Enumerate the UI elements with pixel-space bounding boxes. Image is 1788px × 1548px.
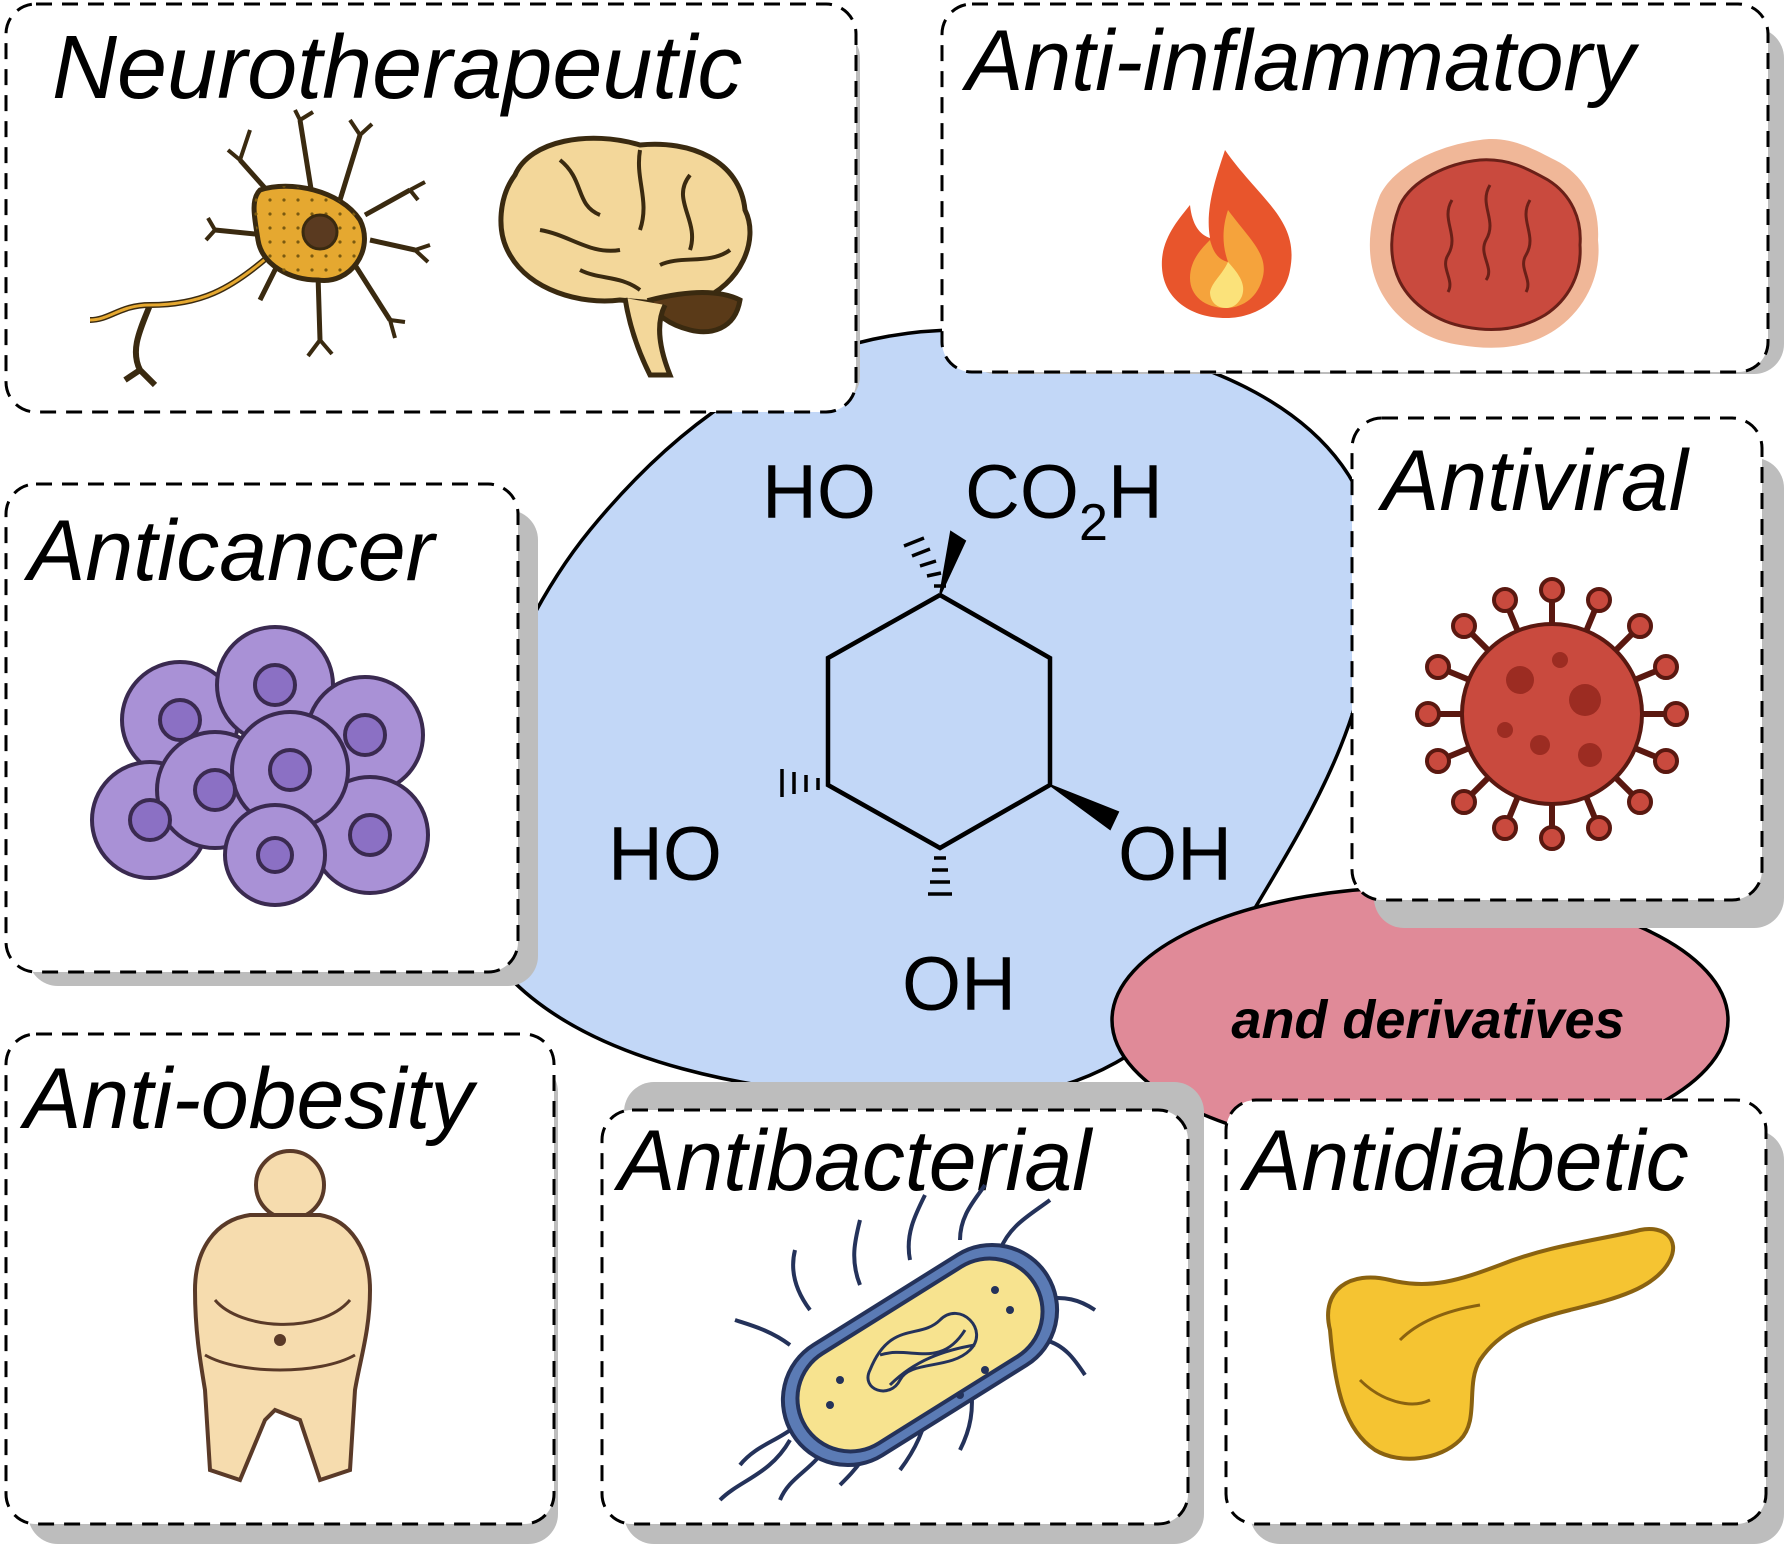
panel-label-antibacterial: Antibacterial [613, 1113, 1094, 1209]
panel-antibacterial: Antibacterial [600, 1082, 1204, 1544]
obese-person-icon [192, 1149, 373, 1483]
ho-top-label: HO [762, 450, 876, 535]
flame-icon [1161, 150, 1292, 318]
virus-icon [1415, 577, 1689, 851]
panel-label-neurotherapeutic: Neurotherapeutic [52, 18, 742, 118]
panel-label-antidiabetic: Antidiabetic [1239, 1113, 1689, 1209]
panel-antiviral: Antiviral [1350, 416, 1784, 928]
bacterium-icon [718, 1183, 1097, 1502]
oh-bottom-label: OH [902, 942, 1016, 1027]
panel-label-anticancer: Anticancer [23, 503, 438, 599]
panel-label-antiviral: Antiviral [1377, 433, 1691, 529]
panel-anti-obesity: Anti-obesity [4, 1032, 558, 1544]
panel-label-anti-obesity: Anti-obesity [19, 1051, 478, 1147]
panel-anticancer: Anticancer [4, 482, 538, 986]
inflamed-tissue-icon [1369, 139, 1599, 348]
derivatives-label: and derivatives [1231, 990, 1624, 1050]
quinic-acid-structure [780, 530, 1120, 896]
panel-neurotherapeutic: Neurotherapeutic [4, 2, 860, 414]
panel-label-anti-inflammatory: Anti-inflammatory [961, 13, 1640, 109]
panel-antidiabetic: Antidiabetic [1224, 1098, 1784, 1544]
oh-right-label: OH [1118, 812, 1232, 897]
ho-left-label: HO [608, 812, 722, 897]
neuron-icon [89, 109, 431, 388]
carboxyl-label: CO2H [965, 450, 1163, 552]
panel-anti-inflammatory: Anti-inflammatory [940, 2, 1784, 374]
pancreas-icon [1326, 1227, 1676, 1461]
brain-icon [498, 135, 753, 378]
cancer-cells-icon [90, 625, 430, 907]
